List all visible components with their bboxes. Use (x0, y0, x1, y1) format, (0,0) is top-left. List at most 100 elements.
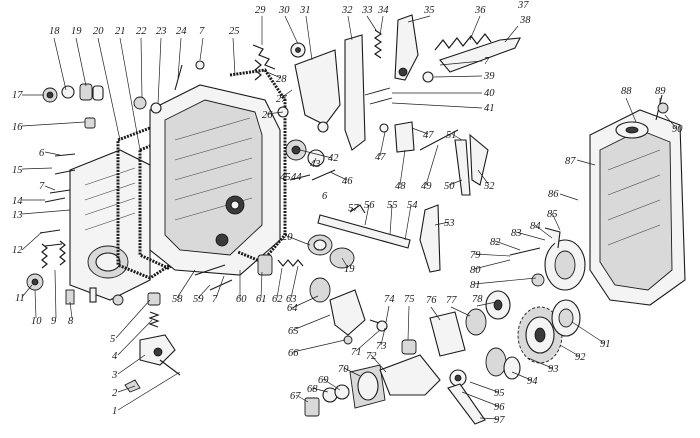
callout-46: 46 (342, 176, 353, 187)
callout-19b: 19 (344, 264, 355, 275)
leader-line (559, 344, 580, 357)
callout-92: 92 (575, 352, 586, 363)
callout-21: 21 (115, 26, 126, 37)
callout-30: 30 (278, 5, 290, 16)
leader-line (559, 193, 579, 201)
callout-38: 38 (519, 15, 531, 26)
callout-6b: 6 (322, 191, 328, 202)
callout-7: 7 (39, 181, 45, 192)
leader-line (349, 207, 354, 213)
callout-14: 14 (12, 196, 23, 207)
callout-68: 68 (307, 384, 318, 395)
leader-line (284, 15, 299, 45)
callout-79: 79 (470, 250, 481, 261)
callout-69: 69 (318, 375, 329, 386)
callout-73: 73 (376, 341, 387, 352)
callout-90: 90 (672, 124, 683, 135)
leader-line (54, 269, 57, 319)
leader-line (21, 284, 33, 298)
callout-26: 26 (262, 110, 273, 121)
callout-39: 39 (483, 71, 495, 82)
leader-line (515, 231, 546, 241)
lever-53 (419, 204, 441, 273)
leader-line (504, 25, 519, 43)
leader-line (291, 295, 319, 309)
callout-4: 4 (112, 351, 118, 362)
leader-line (439, 60, 483, 66)
leader-line (389, 204, 393, 236)
callout-70: 70 (338, 364, 349, 375)
callout-labels: 1 2 3 4 5 6 7 8 9 10 11 12 13 14 15 16 1… (12, 0, 683, 426)
leader-line (295, 394, 309, 403)
callout-28: 28 (276, 74, 287, 85)
callout-58: 58 (172, 294, 183, 305)
leader-line (21, 167, 53, 170)
leader-line (292, 314, 331, 331)
callout-27: 27 (276, 94, 287, 105)
leader-line (433, 75, 483, 78)
callout-6: 6 (39, 148, 45, 159)
leader-line (527, 357, 553, 369)
leader-line (407, 305, 410, 341)
pump-element-65 (329, 289, 366, 336)
leader-line (199, 37, 204, 61)
callout-80: 80 (470, 265, 481, 276)
leader-line (44, 151, 61, 156)
callout-81: 81 (470, 280, 481, 291)
leader-line (117, 385, 136, 393)
callout-96: 96 (494, 402, 505, 413)
callout-47: 47 (375, 152, 386, 163)
callout-24: 24 (176, 26, 187, 37)
leader-line (115, 299, 151, 339)
callout-36: 36 (474, 5, 486, 16)
leader-line (197, 284, 211, 299)
leader-line (21, 231, 43, 251)
housing-gasket (229, 68, 287, 264)
lever-32 (344, 34, 366, 151)
callout-50: 50 (444, 181, 455, 192)
leader-line (404, 204, 412, 241)
callout-55: 55 (387, 200, 398, 211)
leader-line (430, 306, 441, 321)
leader-line (385, 305, 390, 323)
leader-line (380, 327, 386, 346)
leader-line (576, 159, 596, 166)
callout-7d: 7 (212, 294, 218, 305)
leader-line (461, 391, 499, 407)
callout-85: 85 (547, 209, 558, 220)
callout-48: 48 (395, 181, 406, 192)
leader-line (664, 114, 677, 129)
leader-line (299, 149, 333, 159)
leader-line (21, 121, 86, 127)
control-shaft (317, 214, 411, 249)
leader-line (511, 371, 532, 381)
callout-87: 87 (565, 156, 576, 167)
leader-line (313, 157, 317, 164)
leader-line (97, 37, 121, 141)
callout-83: 83 (511, 228, 522, 239)
callout-67: 67 (290, 391, 301, 402)
callout-16: 16 (12, 122, 23, 133)
bracket-31 (294, 49, 341, 126)
callout-84: 84 (530, 221, 541, 232)
callout-64: 64 (287, 303, 298, 314)
leader-line (276, 267, 283, 299)
callout-25: 25 (229, 26, 240, 37)
callout-66: 66 (288, 348, 299, 359)
callout-82: 82 (490, 237, 501, 248)
lever-35 (394, 14, 419, 81)
callout-61: 61 (256, 294, 267, 305)
callout-78: 78 (472, 294, 483, 305)
leader-line (451, 133, 463, 141)
leader-line (75, 37, 87, 87)
callout-44: 44 (291, 172, 302, 183)
callout-77: 77 (446, 295, 457, 306)
callout-1: 1 (112, 406, 117, 417)
leader-line (232, 37, 236, 76)
leader-line (44, 185, 56, 191)
callout-40: 40 (484, 88, 495, 99)
leader-line (322, 378, 341, 391)
callout-31: 31 (299, 5, 311, 16)
callout-74: 74 (384, 294, 395, 305)
